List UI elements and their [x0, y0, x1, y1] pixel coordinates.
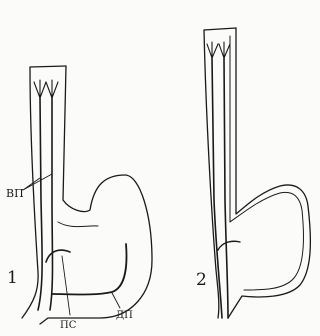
panel-2-stomach-inner-outline	[230, 36, 303, 290]
panel-1-nerve-trunk-right	[50, 98, 53, 310]
panel-2-nerve-branches-left	[207, 42, 218, 58]
panel-2-stomach-outline	[228, 28, 310, 318]
panel-1: ВП ПС ДП 1	[6, 66, 152, 331]
panel-2-nerve-branches-right	[219, 42, 230, 58]
panel-1-number: 1	[7, 268, 18, 288]
panel-2-tube-top	[204, 28, 236, 30]
panel-1-dp-pointer	[112, 293, 120, 308]
panel-1-nerve-branches-right	[46, 80, 58, 98]
panel-1-tube-top	[30, 66, 66, 67]
panel-2-number: 2	[196, 270, 207, 290]
label-vp: ВП	[6, 187, 24, 200]
panel-1-ps-pointer	[62, 256, 70, 315]
panel-1-dp-nerve	[52, 244, 126, 295]
panel-2: 2	[196, 28, 310, 318]
label-ps: ПС	[60, 320, 77, 331]
panel-1-tube-left-wall	[22, 67, 38, 318]
panel-1-nerve-branches-left	[34, 80, 46, 98]
panel-1-ps-nerve	[46, 250, 70, 262]
panel-1-stomach-outline	[40, 66, 152, 324]
panel-2-nerve-trunk-right	[224, 58, 228, 318]
panel-1-stomach-inner-outline	[58, 222, 98, 227]
panel-2-ps-nerve-remnant	[218, 241, 240, 250]
label-dp: ДП	[116, 310, 133, 321]
panel-1-vp-pointer	[23, 174, 52, 190]
